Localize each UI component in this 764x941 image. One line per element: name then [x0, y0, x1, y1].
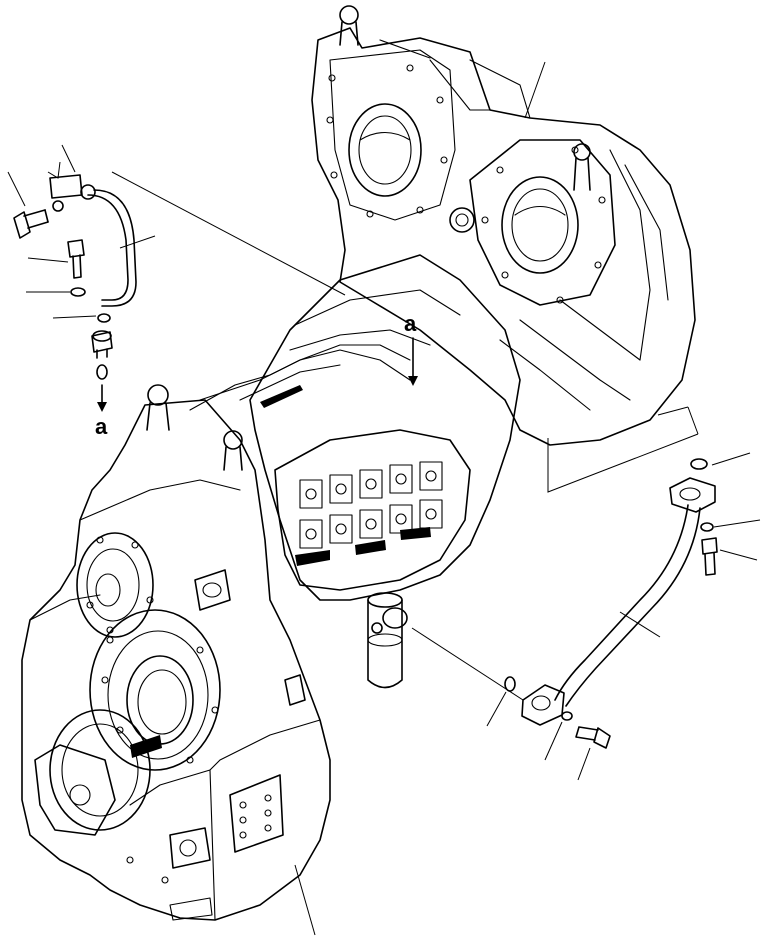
o-ring-upper: [690, 458, 708, 470]
leader-lines: [7, 61, 761, 936]
oil-tube-assembly-right: [504, 458, 718, 749]
callout-marker-a-top: a: [404, 311, 417, 336]
union-fitting: [91, 330, 113, 359]
bolt-upper: [13, 209, 49, 239]
upper-bracket: [49, 174, 83, 199]
callout-marker-a-left: a: [95, 414, 108, 439]
washer-lower-right: [561, 711, 573, 721]
upper-flange: [669, 477, 716, 513]
arrow-down-top: [408, 376, 418, 386]
o-ring-left: [96, 364, 108, 380]
washer-lower: [97, 313, 111, 323]
upper-rear-housing: [311, 5, 696, 446]
arrow-down-left: [97, 402, 107, 412]
center-case: [189, 254, 521, 689]
front-lower-housing: [21, 384, 331, 921]
washer-middle: [70, 287, 86, 297]
bolt-lower-right: [575, 726, 611, 749]
washer-right: [700, 522, 714, 532]
washer-small: [52, 200, 64, 212]
callout-a-top-group: a: [404, 311, 418, 386]
transmission-assembly: [21, 5, 696, 921]
lower-flange: [521, 684, 565, 726]
lube-tube-assembly-left: a: [13, 174, 137, 439]
bolt-middle: [67, 239, 85, 279]
bolt-right: [701, 537, 718, 576]
upper-washer: [80, 184, 96, 200]
